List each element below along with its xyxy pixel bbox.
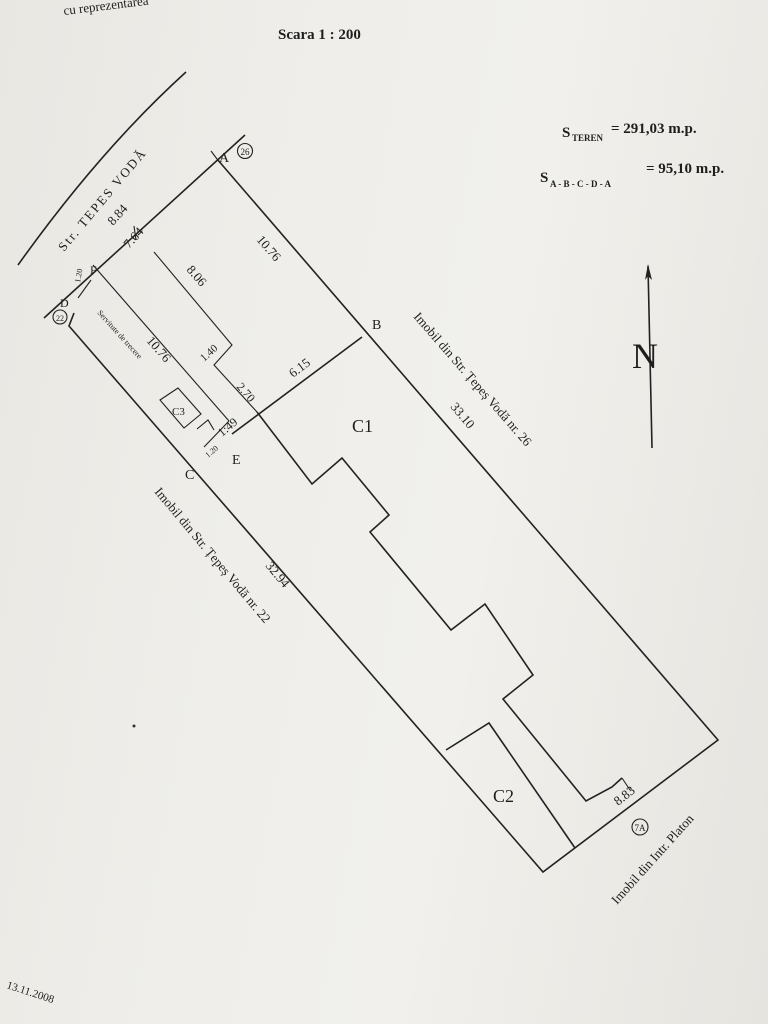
scale-label: Scara 1 : 200 xyxy=(278,27,361,43)
point-b: B xyxy=(372,318,381,333)
building-c3-label: C3 xyxy=(172,406,185,418)
dimension-32-94: 32.94 xyxy=(263,558,294,590)
street-curb-line xyxy=(17,71,187,266)
dimension-10-76-top: 10.76 xyxy=(254,232,285,264)
area-teren-value: = 291,03 m.p. xyxy=(611,121,697,137)
building-c2-label: C2 xyxy=(493,786,514,806)
neighbor-left-label: Imobil din Str. Țepeș Vodă nr. 22 xyxy=(152,484,274,626)
area-abcd-symbol: S xyxy=(540,170,548,186)
house-number-26-text: 26 xyxy=(241,147,251,157)
servitute-strip-inner xyxy=(92,264,230,422)
inner-boundary xyxy=(153,251,258,413)
building-c2-outline xyxy=(445,721,576,849)
house-number-22-text: 22 xyxy=(56,314,64,323)
point-e: E xyxy=(232,453,241,468)
point-d: D xyxy=(60,296,69,310)
house-number-22: 22 xyxy=(52,309,68,325)
north-arrow-shaft xyxy=(647,265,653,449)
dimension-2-70: 2.70 xyxy=(234,380,258,405)
area-teren: S TEREN = 291,03 m.p. xyxy=(562,121,697,143)
dimension-1-49: 1:49 xyxy=(215,415,240,439)
inner-tick xyxy=(133,225,137,241)
point-c: C xyxy=(185,468,194,483)
lot-boundary xyxy=(68,158,720,874)
top-fragment-text: cu reprezentarea xyxy=(63,0,150,18)
dimension-1-20-bottom: 1.20 xyxy=(204,444,221,460)
dimension-33-10: 33.10 xyxy=(448,399,478,431)
point-a: A xyxy=(219,151,230,166)
servitute-label: Servitute de trecere xyxy=(96,308,145,361)
point-f: F xyxy=(90,263,97,277)
area-abcd-subscript: A - B - C - D - A xyxy=(550,179,611,189)
north-label: N xyxy=(632,336,658,376)
servitude-end-line xyxy=(203,420,230,448)
dimension-1-20-top: 1.20 xyxy=(73,268,84,283)
line-b-e xyxy=(231,336,363,435)
dimension-8-06: 8.06 xyxy=(184,262,211,289)
rear-dimension-tick xyxy=(621,777,631,791)
lot-corner-a-tick xyxy=(210,150,218,160)
servitute-tick-f xyxy=(77,279,92,299)
building-c3-outline xyxy=(159,387,202,429)
footer-date: 13.11.2008 xyxy=(5,979,56,1006)
dimension-8-84: 8.84 xyxy=(104,201,131,228)
c3-side-tick xyxy=(196,419,215,431)
north-arrow: N xyxy=(632,264,658,449)
frontage-line xyxy=(43,134,246,319)
margin-dot xyxy=(132,724,136,728)
neighbor-bottom-label: Imobil din Intr. Platon xyxy=(608,811,697,907)
building-c1-label: C1 xyxy=(352,416,373,436)
north-arrow-head xyxy=(645,264,652,280)
dimension-10-76-left: 10.76 xyxy=(144,333,175,365)
house-number-7a-text: 7A xyxy=(635,823,647,833)
area-teren-subscript: TEREN xyxy=(572,133,604,143)
building-c1-outline xyxy=(256,411,623,803)
neighbor-right-label: Imobil din Str. Țepeș Vodă nr. 26 xyxy=(411,309,536,449)
house-number-26: 26 xyxy=(236,142,254,160)
house-number-7a: 7A xyxy=(631,818,649,836)
area-teren-symbol: S xyxy=(562,125,570,141)
area-abcd-value: = 95,10 m.p. xyxy=(646,161,724,177)
area-abcd: S A - B - C - D - A = 95,10 m.p. xyxy=(540,161,724,189)
